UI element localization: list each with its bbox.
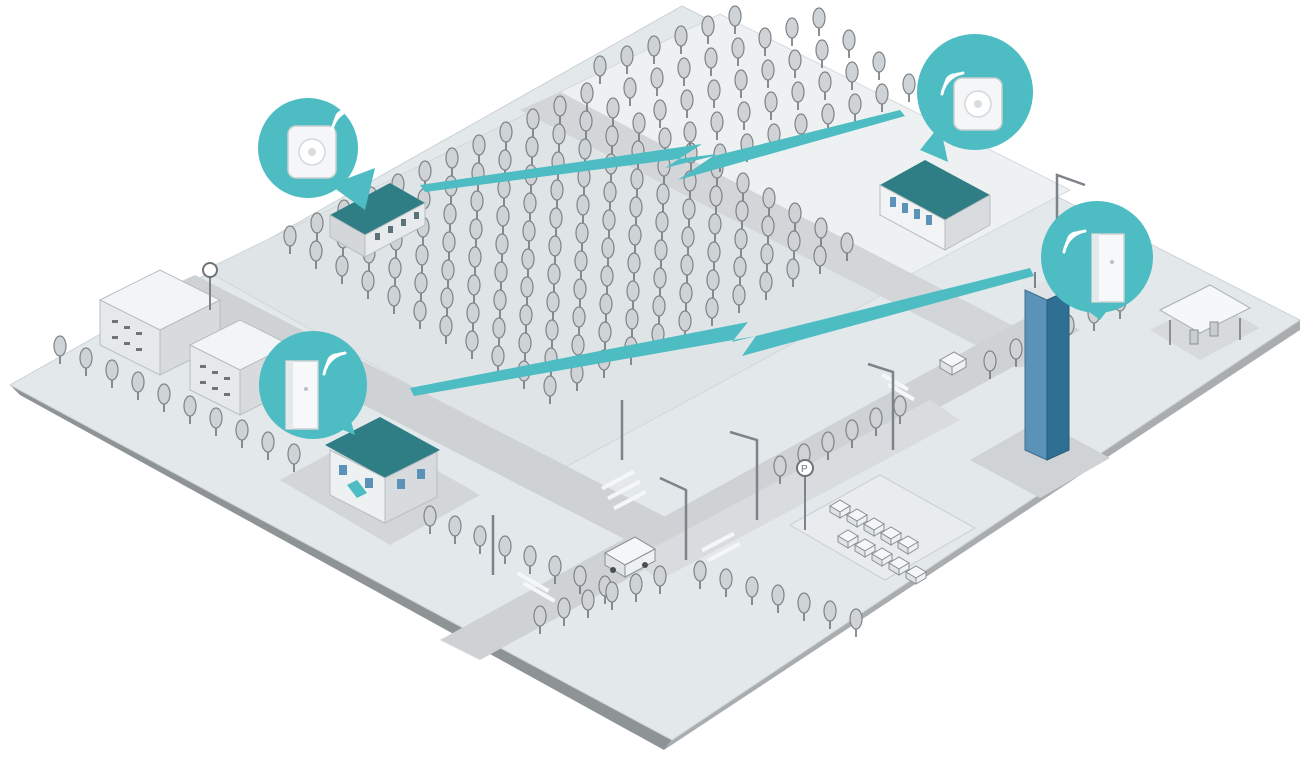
parked-car (837, 529, 859, 549)
parking-sign-icon: P (796, 459, 814, 530)
tree-icon (812, 7, 826, 37)
svg-text:P: P (801, 464, 808, 475)
wireless-link-bolt-icon (410, 110, 1034, 396)
tower-plot (970, 420, 1110, 498)
street-lamps (491, 173, 1086, 575)
access-point-callout-front (259, 331, 367, 439)
left-house (329, 183, 426, 258)
access-point-callout-tower (1041, 201, 1153, 320)
parked-car (888, 556, 910, 576)
outdoor-cpe-callout-left (258, 98, 375, 210)
parked-car (846, 508, 868, 528)
car (939, 351, 967, 376)
parked-cars (829, 499, 927, 585)
outdoor-cpe-antenna-icon (953, 77, 1003, 131)
gas-station (1158, 284, 1252, 345)
tree-icon (872, 51, 886, 81)
outdoor-cpe-antenna-icon (287, 125, 337, 179)
parked-car (897, 535, 919, 555)
parked-car (905, 565, 927, 585)
tree-icon (785, 17, 799, 47)
skyscraper (1024, 272, 1070, 461)
bus-stop-sign-icon (202, 262, 218, 310)
wifi-access-point-icon (1091, 233, 1125, 303)
parked-car (880, 526, 902, 546)
bus (603, 536, 657, 578)
tree-icon (902, 73, 916, 103)
parked-car (854, 538, 876, 558)
wifi-access-point-icon (285, 360, 319, 430)
tree-icon (849, 608, 863, 638)
right-office (879, 160, 991, 251)
tree-icon (842, 29, 856, 59)
parked-car (863, 517, 885, 537)
parked-car (871, 547, 893, 567)
parked-car (829, 499, 851, 519)
outdoor-cpe-callout-right (917, 34, 1033, 162)
